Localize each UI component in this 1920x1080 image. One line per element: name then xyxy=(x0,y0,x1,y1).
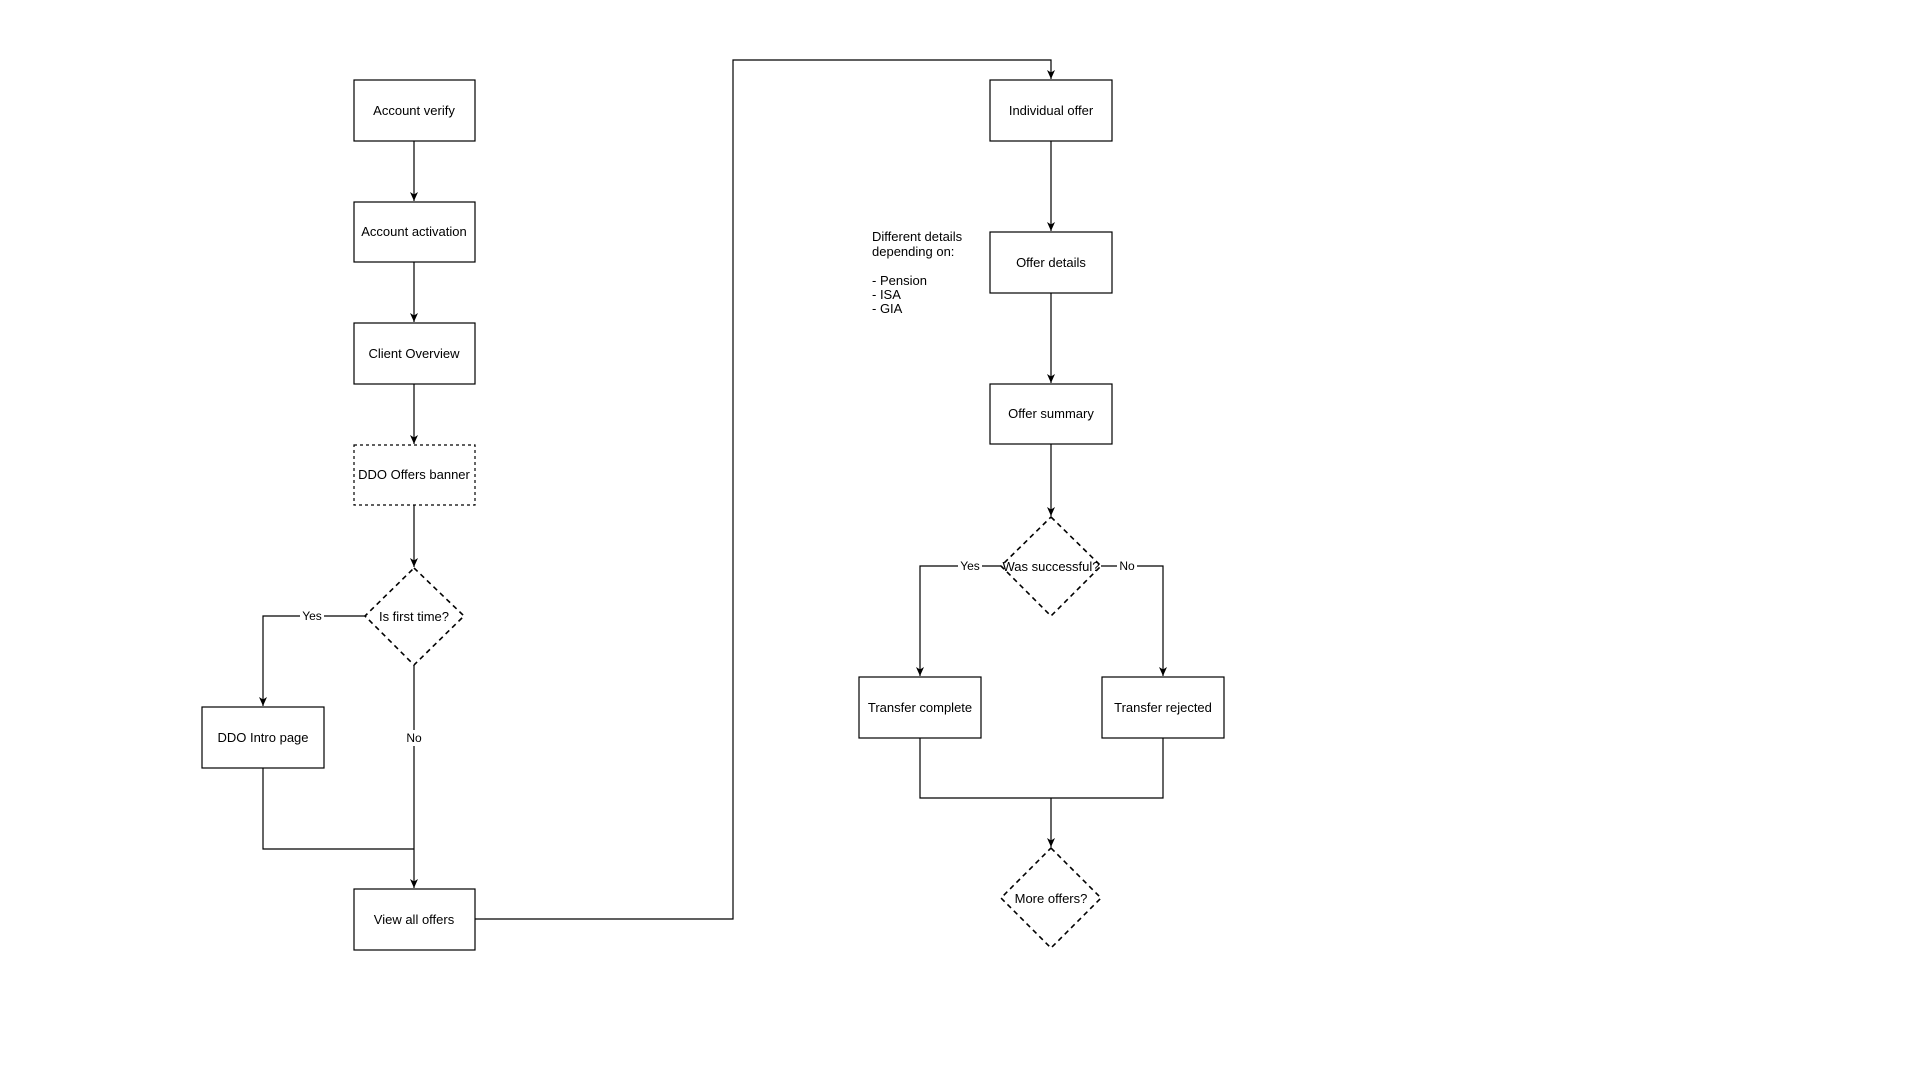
node-client-overview[interactable]: Client Overview xyxy=(353,322,476,385)
node-view-all-offers-label: View all offers xyxy=(374,912,455,927)
node-account-verify[interactable]: Account verify xyxy=(353,79,476,142)
edge-intro-to-view-all xyxy=(262,768,414,850)
node-offer-details-label: Offer details xyxy=(1016,255,1086,270)
node-transfer-complete-label: Transfer complete xyxy=(868,700,972,715)
note-item-gia: - GIA xyxy=(872,301,903,316)
node-transfer-complete[interactable]: Transfer complete xyxy=(858,676,982,739)
node-account-verify-label: Account verify xyxy=(373,103,455,118)
node-transfer-rejected-label: Transfer rejected xyxy=(1114,700,1212,715)
node-view-all-offers[interactable]: View all offers xyxy=(353,888,476,951)
decision-was-successful-label: Was successful? xyxy=(1002,559,1099,574)
node-individual-offer-label: Individual offer xyxy=(1009,103,1094,118)
decision-is-first-time[interactable]: Is first time? xyxy=(363,566,466,667)
node-ddo-offers-banner-label: DDO Offers banner xyxy=(358,467,470,482)
label-first-time-yes: Yes xyxy=(302,609,322,623)
edge-successful-yes xyxy=(916,565,1001,676)
node-transfer-rejected[interactable]: Transfer rejected xyxy=(1101,676,1225,739)
note-line-1: Different details xyxy=(872,229,963,244)
node-ddo-intro-page[interactable]: DDO Intro page xyxy=(201,706,325,769)
node-account-activation-label: Account activation xyxy=(361,224,467,239)
label-successful-yes: Yes xyxy=(960,559,980,573)
edge-successful-no xyxy=(1101,565,1167,676)
edge-transfer-join xyxy=(919,738,1164,799)
decision-more-offers-label: More offers? xyxy=(1015,891,1088,906)
edge-labels: Yes No Yes No xyxy=(300,558,1137,746)
label-first-time-no: No xyxy=(406,731,422,745)
edge-view-all-to-individual xyxy=(475,59,1055,920)
note-line-2: depending on: xyxy=(872,244,954,259)
label-successful-no: No xyxy=(1119,559,1135,573)
note-item-pension: - Pension xyxy=(872,273,927,288)
node-ddo-intro-page-label: DDO Intro page xyxy=(217,730,308,745)
node-account-activation[interactable]: Account activation xyxy=(353,201,476,263)
node-ddo-offers-banner[interactable]: DDO Offers banner xyxy=(353,444,476,506)
details-note: Different details depending on: - Pensio… xyxy=(872,229,963,316)
node-offer-details[interactable]: Offer details xyxy=(989,231,1113,294)
node-offer-summary[interactable]: Offer summary xyxy=(989,383,1113,445)
edge-first-time-yes xyxy=(259,615,365,706)
decision-is-first-time-label: Is first time? xyxy=(379,609,449,624)
decision-was-successful[interactable]: Was successful? xyxy=(999,515,1103,618)
note-item-isa: - ISA xyxy=(872,287,901,302)
node-client-overview-label: Client Overview xyxy=(368,346,460,361)
node-individual-offer[interactable]: Individual offer xyxy=(989,79,1113,142)
node-offer-summary-label: Offer summary xyxy=(1008,406,1094,421)
decision-more-offers[interactable]: More offers? xyxy=(999,846,1103,950)
